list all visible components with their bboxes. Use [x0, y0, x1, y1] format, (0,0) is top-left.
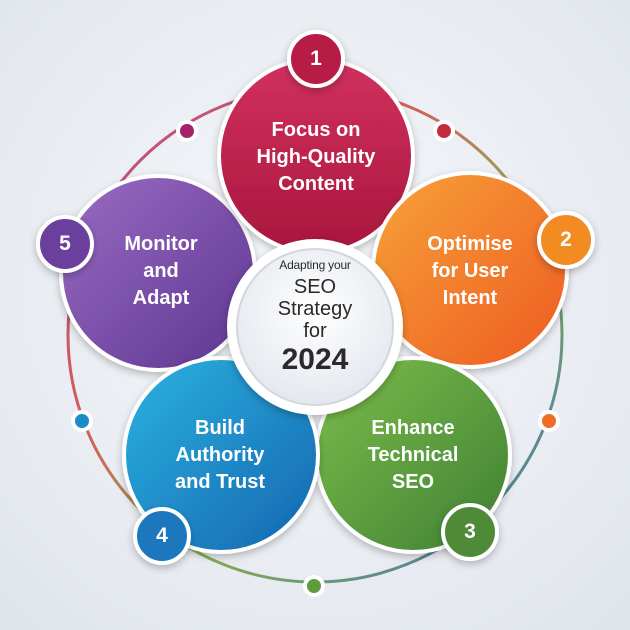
step-1-line-3: Content [278, 172, 354, 195]
step-4-line-3: and Trust [174, 470, 265, 493]
center-disc [236, 248, 394, 406]
center-line-seo: SEO [293, 276, 337, 298]
step-3-line-3: SEO [391, 470, 435, 493]
badge-5-circle [36, 215, 94, 273]
step-3-number: 3 [464, 520, 476, 543]
step-2-number: 2 [560, 228, 572, 251]
ring-dot-green [303, 575, 325, 597]
step-4-line-2: Authority [175, 443, 265, 466]
step-5-line-1: Monitor [124, 232, 198, 255]
badge-2-circle [537, 211, 595, 269]
step-1-number: 1 [310, 47, 322, 70]
step-3-text: Enhance Technical SEO [343, 410, 483, 500]
step-2-line-3: Intent [442, 286, 498, 309]
center-year: 2024 [281, 343, 349, 376]
badge-4-circle [133, 507, 191, 565]
center-line-strategy: Strategy [277, 298, 353, 320]
badge-3-circle [441, 503, 499, 561]
step-2-line-1: Optimise [427, 232, 513, 255]
step-2-text: Optimise for User Intent [404, 226, 536, 316]
step-5-text: Monitor and Adapt [98, 226, 224, 316]
step-1-line-1: Focus on [271, 118, 361, 141]
step-1-text: Focus on High-Quality Content [236, 112, 396, 202]
step-4-number: 4 [156, 524, 168, 547]
step-5-number: 5 [59, 232, 71, 255]
step-4-line-1: Build [195, 416, 245, 439]
step-5-line-2: and [143, 259, 179, 282]
step-4-text: Build Authority and Trust [150, 410, 290, 500]
step-5-line-3: Adapt [132, 286, 190, 309]
step-2-line-2: for User [431, 259, 509, 282]
step-3-line-1: Enhance [371, 416, 455, 439]
ring-dot-pink [176, 120, 198, 142]
ring-dot-blue [71, 410, 93, 432]
step-1-line-2: High-Quality [256, 145, 376, 168]
ring-dot-red [433, 120, 455, 142]
petal-4 [122, 356, 320, 554]
center-title: Adapting your SEO Strategy for 2024 [235, 252, 395, 402]
center-intro: Adapting your [279, 258, 351, 272]
center-line-for: for [303, 320, 327, 342]
step-3-line-2: Technical [367, 443, 459, 466]
ring-dot-orange [538, 410, 560, 432]
badge-1-circle [287, 30, 345, 88]
